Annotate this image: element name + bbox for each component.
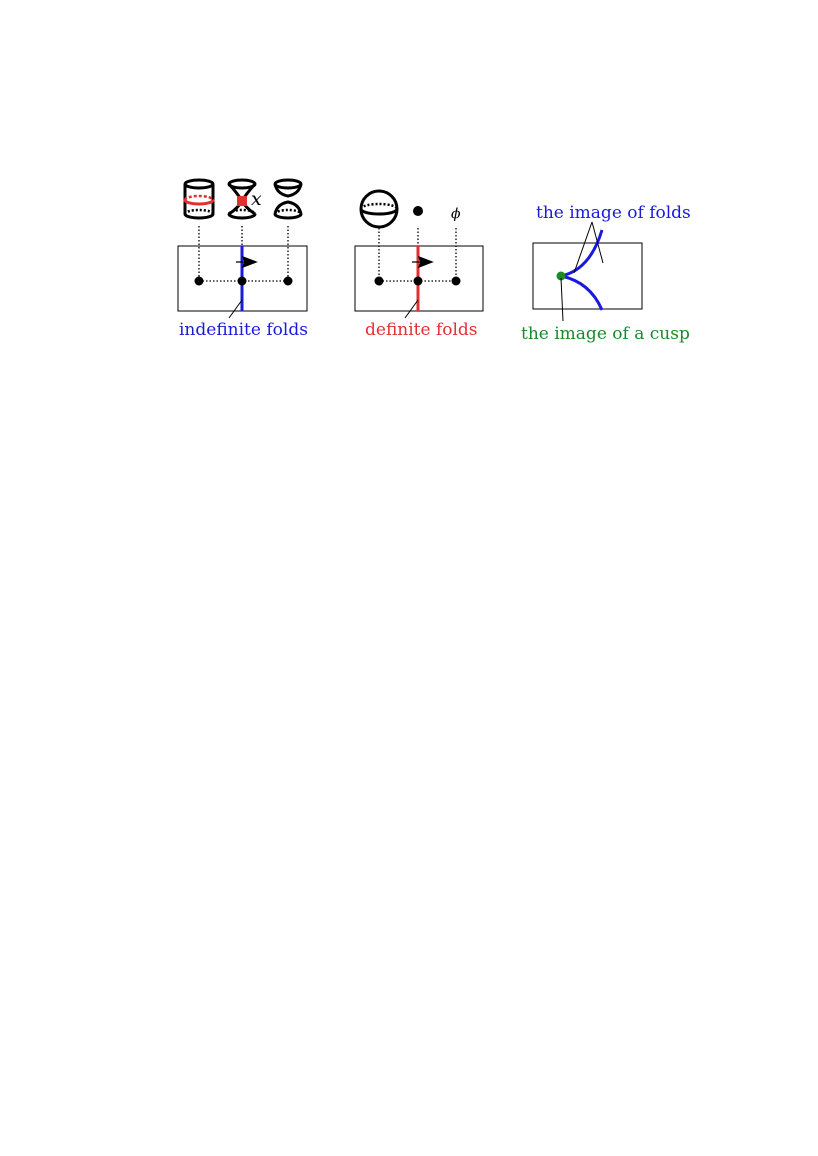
- regular-value-point: [283, 276, 293, 286]
- image-of-cusp-label: the image of a cusp: [521, 324, 690, 344]
- cusp-fold-curves: [560, 229, 604, 311]
- indefinite-fold-panel: x indefinite folds: [177, 178, 308, 340]
- definite-fold-panel: ϕ definite folds: [354, 189, 484, 340]
- fold-leader-lines: [573, 221, 604, 274]
- direction-arrow-icon: [412, 255, 434, 269]
- cylinder-fiber-icon: [183, 178, 215, 220]
- cusp-point: [556, 271, 566, 281]
- regular-value-point: [194, 276, 204, 286]
- split-fiber-icon: [273, 178, 303, 220]
- regular-value-point: [374, 276, 384, 286]
- image-of-folds-label: the image of folds: [536, 203, 691, 223]
- regular-value-point: [451, 276, 461, 286]
- cusp-panel: the image of folds the image of a cusp: [521, 203, 691, 344]
- point-x-label: x: [251, 188, 262, 210]
- fiber-connectors-1: [198, 226, 289, 282]
- fold-value-point: [413, 276, 423, 286]
- leader-line: [228, 299, 243, 319]
- point-fiber-icon: [413, 206, 423, 216]
- pinched-fiber-icon: [227, 178, 257, 220]
- singular-point-marker: [237, 196, 247, 206]
- empty-fiber-label: ϕ: [451, 206, 461, 222]
- indefinite-folds-label: indefinite folds: [179, 320, 308, 340]
- leader-line: [404, 299, 419, 319]
- cusp-leader-line: [560, 277, 564, 322]
- direction-arrow-icon: [236, 255, 258, 269]
- definite-folds-label: definite folds: [365, 320, 478, 340]
- sphere-fiber-icon: [359, 189, 399, 229]
- fold-value-point: [237, 276, 247, 286]
- base-rectangle-3: [532, 242, 643, 310]
